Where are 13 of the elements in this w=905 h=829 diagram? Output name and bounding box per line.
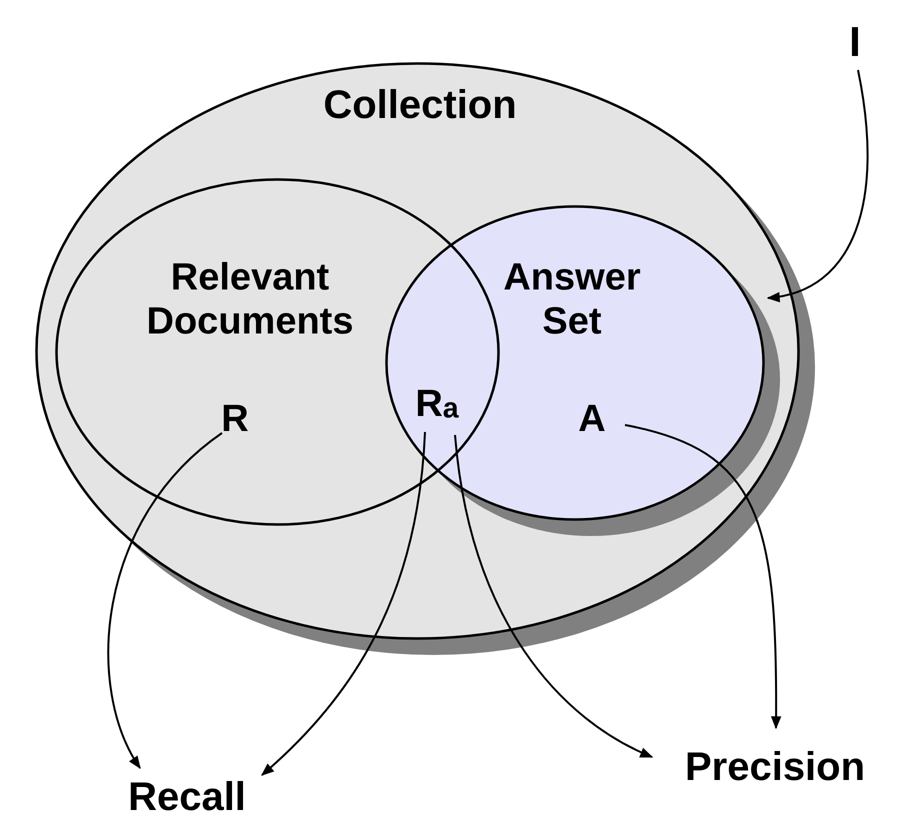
arrow [261,432,426,776]
heading: Collection [323,82,517,128]
arrow [454,434,654,758]
arrow [108,432,223,770]
measure-label: Recall [128,774,246,820]
set-label: Relevant Documents [146,256,354,344]
set-symbol: R [221,398,249,442]
set-symbol: I [849,18,861,66]
set-label: Answer Set [502,256,642,344]
set-symbol: A [578,398,606,442]
measure-label: Precision [684,744,866,790]
arrow [624,424,782,730]
arrow [766,70,868,302]
